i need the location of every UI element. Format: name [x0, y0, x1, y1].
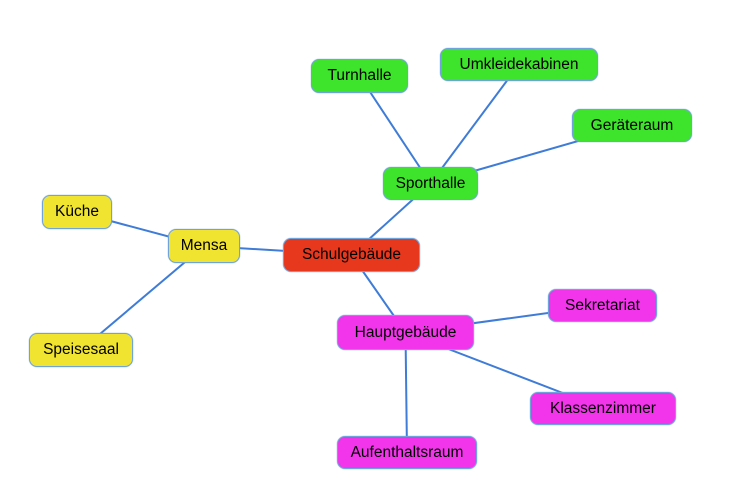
- node-turnhalle[interactable]: Turnhalle: [311, 59, 408, 93]
- edge-sporthalle-turnhalle: [358, 75, 432, 185]
- node-klassenzimmer[interactable]: Klassenzimmer: [530, 392, 676, 425]
- node-sekretariat[interactable]: Sekretariat: [548, 289, 657, 322]
- node-schulgebaeude[interactable]: Schulgebäude: [283, 238, 420, 272]
- edge-hauptgebaeude-aufenthaltsraum: [404, 332, 408, 453]
- edge-mensa-speisesaal: [80, 245, 205, 351]
- node-speisesaal[interactable]: Speisesaal: [29, 333, 133, 367]
- node-umkleidekabinen[interactable]: Umkleidekabinen: [440, 48, 598, 81]
- node-hauptgebaeude[interactable]: Hauptgebäude: [337, 315, 474, 350]
- node-aufenthaltsraum[interactable]: Aufenthaltsraum: [337, 436, 477, 469]
- node-mensa[interactable]: Mensa: [168, 229, 240, 263]
- node-sporthalle[interactable]: Sporthalle: [383, 167, 478, 200]
- edge-sporthalle-umkleidekabinen: [429, 63, 520, 185]
- node-geraeteraum[interactable]: Geräteraum: [572, 109, 692, 142]
- node-kueche[interactable]: Küche: [42, 195, 112, 229]
